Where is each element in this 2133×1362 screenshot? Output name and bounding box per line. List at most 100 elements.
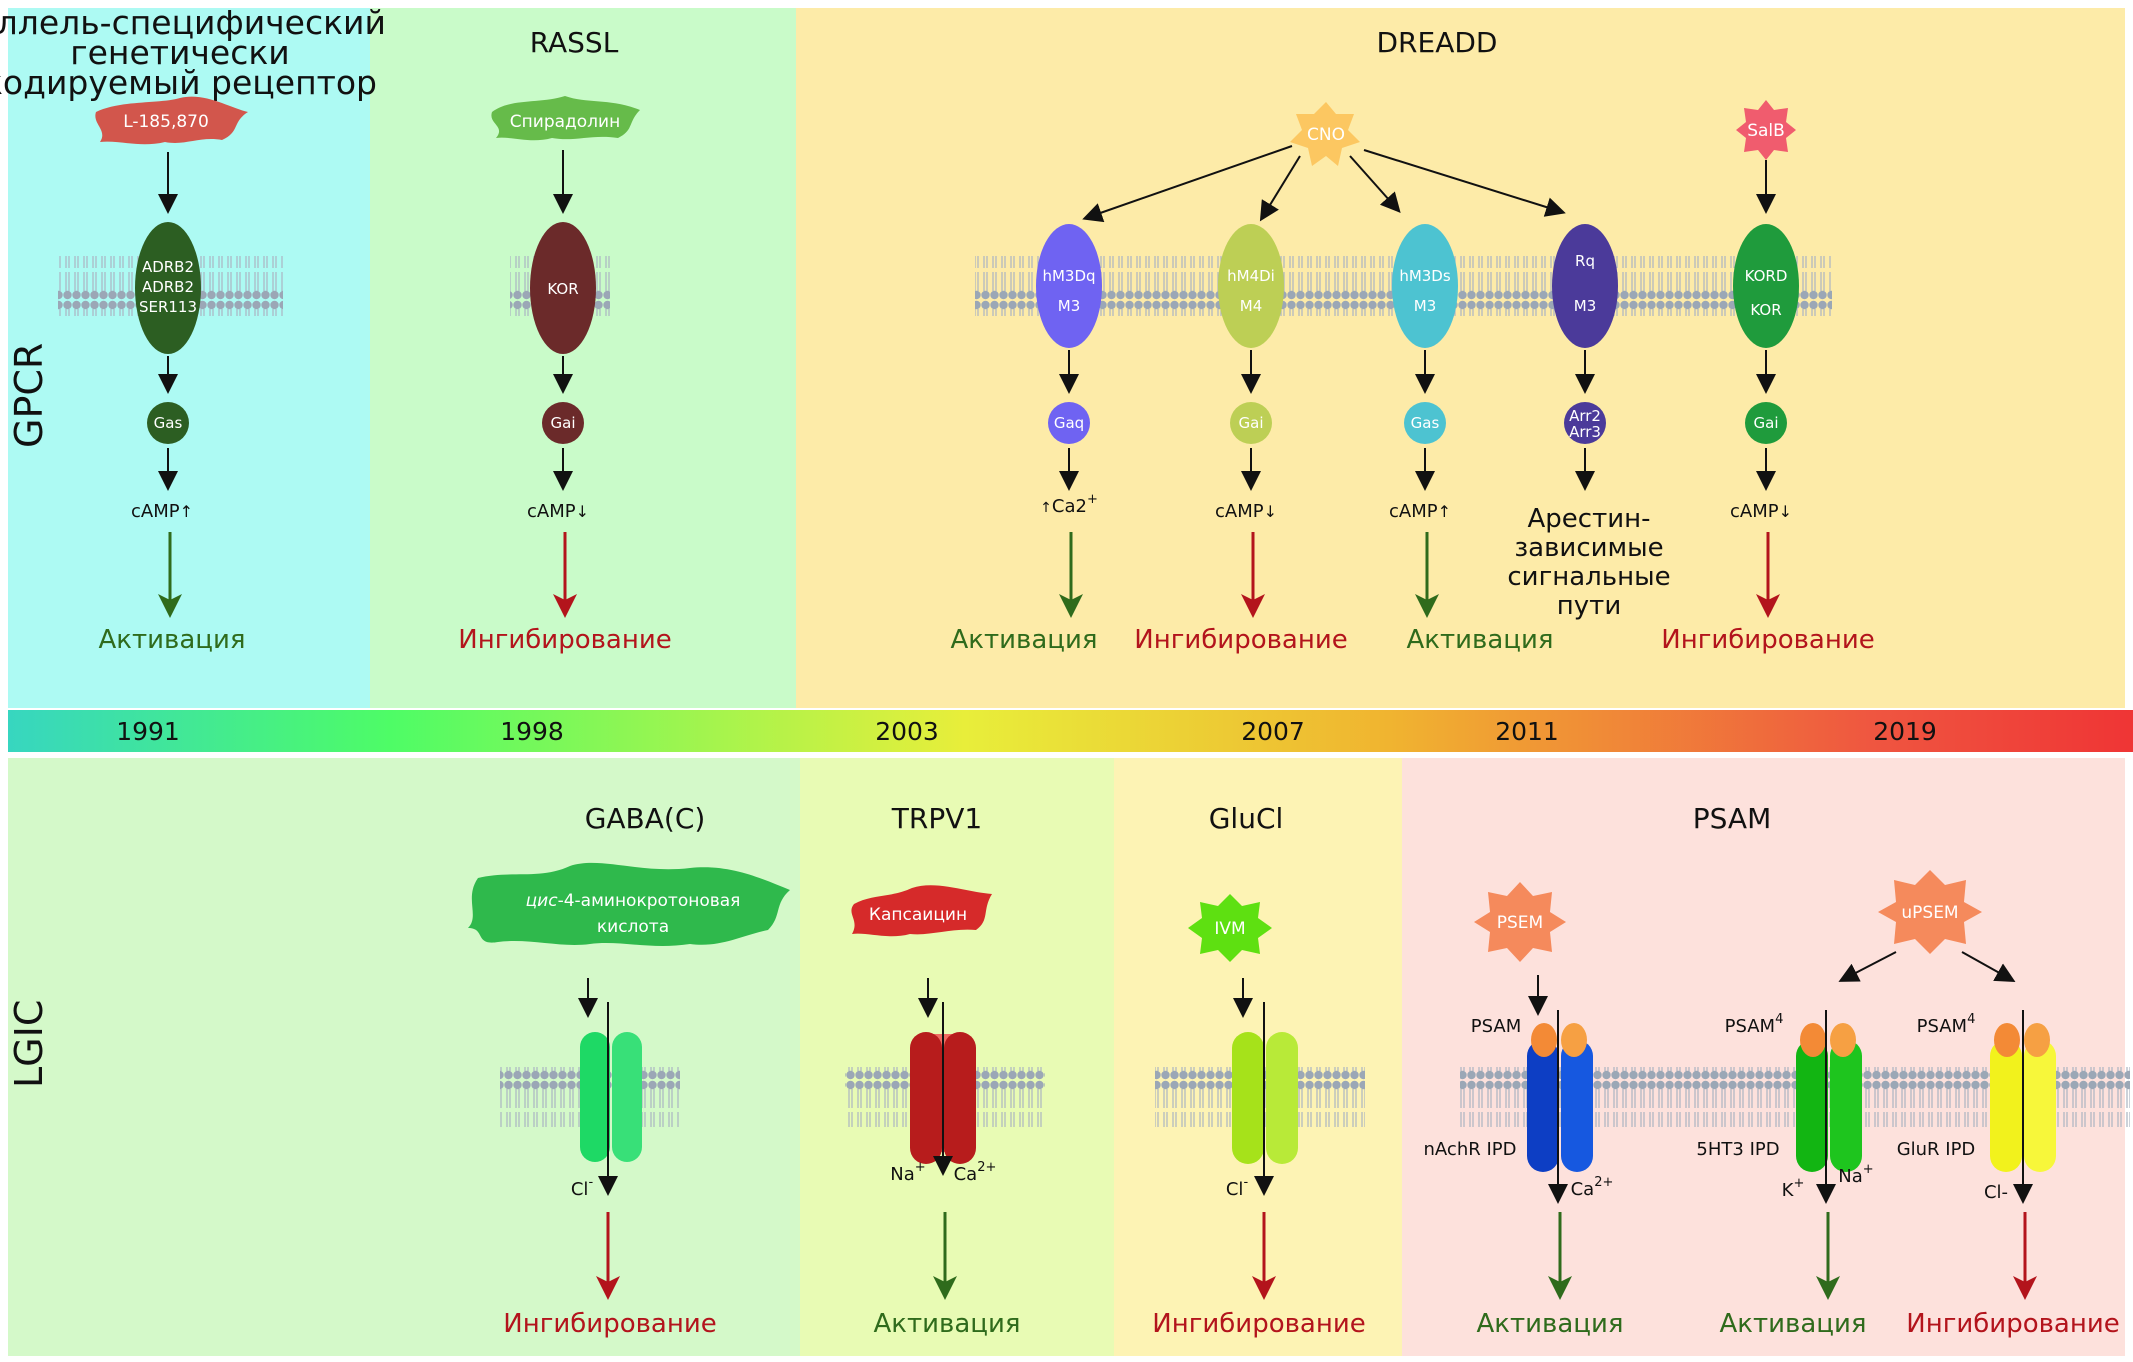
ipd-5ht3-label: 5HT3 IPD bbox=[1696, 1139, 1779, 1160]
ligand-upsem-label: uPSEM bbox=[1901, 903, 1958, 923]
receptor-kord-top: KORD bbox=[1745, 267, 1788, 285]
channel-5ht3-right bbox=[1830, 1040, 1862, 1172]
arrow bbox=[1961, 951, 2016, 982]
gprotein-gai bbox=[542, 402, 584, 444]
gprotein-gaq bbox=[1048, 402, 1090, 444]
svg-text:пути: пути bbox=[1557, 591, 1621, 621]
effect-inhibition: Ингибирование bbox=[1134, 625, 1348, 655]
ligand-psem-shape bbox=[1474, 882, 1566, 962]
ligand-psem-label: PSEM bbox=[1497, 913, 1543, 933]
receptor-adrb2 bbox=[135, 222, 201, 354]
svg-text:сигнальные: сигнальные bbox=[1507, 562, 1670, 592]
ligand-l185870-shape bbox=[95, 96, 249, 145]
effect-activation: Активация bbox=[1719, 1309, 1866, 1339]
psam-label-1: PSAM bbox=[1471, 1016, 1521, 1037]
gprotein-gas-label: Gas bbox=[1411, 414, 1440, 432]
svg-text:генетически: генетически bbox=[70, 33, 290, 72]
ligand-ivm-shape bbox=[1188, 894, 1272, 962]
second-messenger-ca-up: ↑Ca2+ bbox=[1040, 492, 1098, 517]
ligand-upsem-shape bbox=[1878, 870, 1982, 954]
effect-inhibition: Ингибирование bbox=[1661, 625, 1875, 655]
ligand-spiradoline-label: Спирадолин bbox=[510, 112, 620, 132]
panel-lgic-left bbox=[8, 758, 800, 1356]
side-label-gpcr: GPCR bbox=[7, 343, 51, 448]
arrestin-arr3: Arr3 bbox=[1569, 423, 1601, 441]
channel-trpv1-left bbox=[910, 1032, 942, 1164]
gprotein-gas bbox=[147, 402, 189, 444]
arrow bbox=[1349, 155, 1401, 213]
timeline-bar bbox=[8, 710, 2133, 752]
ion-calcium-label: Ca2+ bbox=[1571, 1175, 1614, 1200]
effect-inhibition: Ингибирование bbox=[458, 625, 672, 655]
psam-ligand-domain-3a bbox=[1994, 1023, 2020, 1057]
second-messenger-camp-down: cAMP↓ bbox=[1730, 501, 1792, 522]
receptor-hm3dq-bottom: M3 bbox=[1058, 297, 1081, 315]
ligand-cis-4-aminocrotonic-acid-shape bbox=[468, 862, 790, 946]
receptor-adrb2-line1: ADRB2 bbox=[142, 258, 194, 276]
effect-activation: Активация bbox=[1476, 1309, 1623, 1339]
channel-glur-left bbox=[1990, 1040, 2022, 1172]
effect-inhibition: Ингибирование bbox=[503, 1309, 717, 1339]
asgr-title: Аллель-специфический генетически кодируе… bbox=[0, 3, 386, 102]
channel-gabac-right bbox=[612, 1032, 642, 1162]
second-messenger-camp-up: cAMP↑ bbox=[131, 501, 193, 522]
psam-ligand-domain-2b bbox=[1830, 1023, 1856, 1057]
year-2019: 2019 bbox=[1873, 717, 1937, 746]
channel-glucl-left bbox=[1232, 1032, 1264, 1164]
ligand-capsaicin-shape bbox=[851, 885, 992, 937]
ion-chloride-label: Cl- bbox=[571, 1175, 594, 1200]
receptor-hm4di-top: hM4Di bbox=[1227, 267, 1275, 285]
effect-activation: Активация bbox=[950, 625, 1097, 655]
gprotein-gai-label: Gai bbox=[551, 414, 576, 432]
gabac-title: GABA(C) bbox=[585, 802, 706, 835]
ligand-cno-shape bbox=[1290, 102, 1360, 166]
arrow bbox=[1082, 145, 1293, 223]
receptor-adrb2-line3: SER113 bbox=[139, 298, 197, 316]
receptor-hm4di bbox=[1218, 224, 1284, 348]
svg-text:Аллель-специфический: Аллель-специфический bbox=[0, 3, 386, 42]
receptor-kor-label: KOR bbox=[547, 280, 578, 298]
arrestin-node bbox=[1564, 402, 1606, 444]
arrestin-pathways-label: Арестин- зависимые сигнальные пути bbox=[1507, 504, 1670, 621]
gprotein-gaq-label: Gaq bbox=[1054, 414, 1084, 432]
channel-gabac-left bbox=[580, 1032, 610, 1162]
ligand-cis-4-aminocrotonic-acid-line2: кислота bbox=[597, 917, 669, 937]
receptor-adrb2-line2: ADRB2 bbox=[142, 278, 194, 296]
trpv1-title: TRPV1 bbox=[891, 802, 982, 835]
channel-nachr-left bbox=[1527, 1040, 1559, 1172]
psam-ligand-domain-1b bbox=[1561, 1023, 1587, 1057]
ion-sodium-label: Na+ bbox=[890, 1160, 925, 1185]
ipd-glur-label: GluR IPD bbox=[1897, 1139, 1976, 1160]
psam-title: PSAM bbox=[1693, 802, 1772, 835]
receptor-rq-bottom: M3 bbox=[1574, 297, 1597, 315]
svg-text:кодируемый рецептор: кодируемый рецептор bbox=[0, 63, 377, 102]
side-label-lgic: LGIC bbox=[7, 1000, 51, 1088]
receptor-kor bbox=[530, 222, 596, 354]
psam-ligand-domain-1a bbox=[1531, 1023, 1557, 1057]
year-2003: 2003 bbox=[875, 717, 939, 746]
gprotein-gas bbox=[1404, 402, 1446, 444]
panel-dreadd bbox=[796, 8, 2125, 708]
second-messenger-camp-down: cAMP↓ bbox=[1215, 501, 1277, 522]
gprotein-gai-label: Gai bbox=[1754, 414, 1779, 432]
effect-inhibition: Ингибирование bbox=[1906, 1309, 2120, 1339]
effect-activation: Активация bbox=[873, 1309, 1020, 1339]
ligand-salb-label: SalB bbox=[1747, 121, 1785, 141]
ion-sodium-label: Na+ bbox=[1838, 1162, 1873, 1187]
ligand-cno-label: CNO bbox=[1307, 125, 1345, 145]
gprotein-gai bbox=[1745, 402, 1787, 444]
dreadd-title: DREADD bbox=[1377, 26, 1498, 59]
year-1998: 1998 bbox=[500, 717, 564, 746]
ligand-ivm-label: IVM bbox=[1214, 919, 1245, 939]
ligand-l185870-label: L-185,870 bbox=[123, 112, 209, 132]
effect-activation: Активация bbox=[98, 625, 245, 655]
arrow bbox=[1363, 149, 1566, 217]
receptor-hm3dq bbox=[1036, 224, 1102, 348]
ion-potassium-label: K+ bbox=[1782, 1176, 1805, 1201]
ligand-salb-shape bbox=[1736, 100, 1796, 160]
channel-5ht3-left bbox=[1796, 1040, 1828, 1172]
effect-activation: Активация bbox=[1406, 625, 1553, 655]
effect-inhibition: Ингибирование bbox=[1152, 1309, 1366, 1339]
receptor-hm3ds-top: hM3Ds bbox=[1399, 267, 1451, 285]
svg-text:Арестин-: Арестин- bbox=[1527, 504, 1650, 534]
